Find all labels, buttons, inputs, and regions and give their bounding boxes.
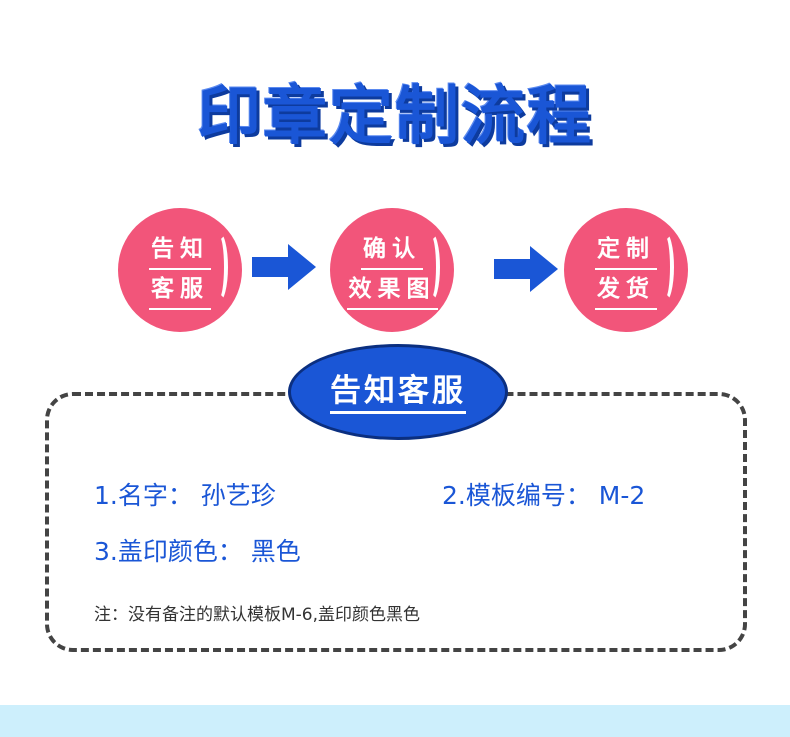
field-name: 1.名字： 孙艺珍 bbox=[94, 481, 276, 510]
step-3-line2: 发货 bbox=[595, 270, 657, 310]
gloss-highlight bbox=[210, 232, 228, 302]
gloss-highlight bbox=[422, 232, 440, 302]
step-2-line1: 确认 bbox=[361, 230, 423, 270]
gloss-highlight bbox=[656, 232, 674, 302]
section-label-text: 告知客服 bbox=[330, 371, 466, 414]
arrow-right-icon bbox=[494, 246, 558, 292]
page-title: 印章定制流程 bbox=[197, 80, 593, 154]
step-1-line2: 客服 bbox=[149, 270, 211, 310]
field-color: 3.盖印颜色： 黑色 bbox=[94, 537, 301, 566]
step-1-line1: 告知 bbox=[149, 230, 211, 270]
step-2-circle: 确认 效果图 bbox=[330, 208, 454, 332]
section-label: 告知客服 bbox=[288, 344, 508, 440]
field-template: 2.模板编号： M-2 bbox=[442, 481, 646, 510]
step-1-circle: 告知 客服 bbox=[118, 208, 242, 332]
step-2-line2: 效果图 bbox=[346, 270, 438, 310]
note-text: 注：没有备注的默认模板M-6,盖印颜色黑色 bbox=[94, 605, 421, 625]
step-3-circle: 定制 发货 bbox=[564, 208, 688, 332]
footer-band bbox=[0, 705, 790, 737]
step-3-line1: 定制 bbox=[595, 230, 657, 270]
arrow-right-icon bbox=[252, 244, 316, 290]
